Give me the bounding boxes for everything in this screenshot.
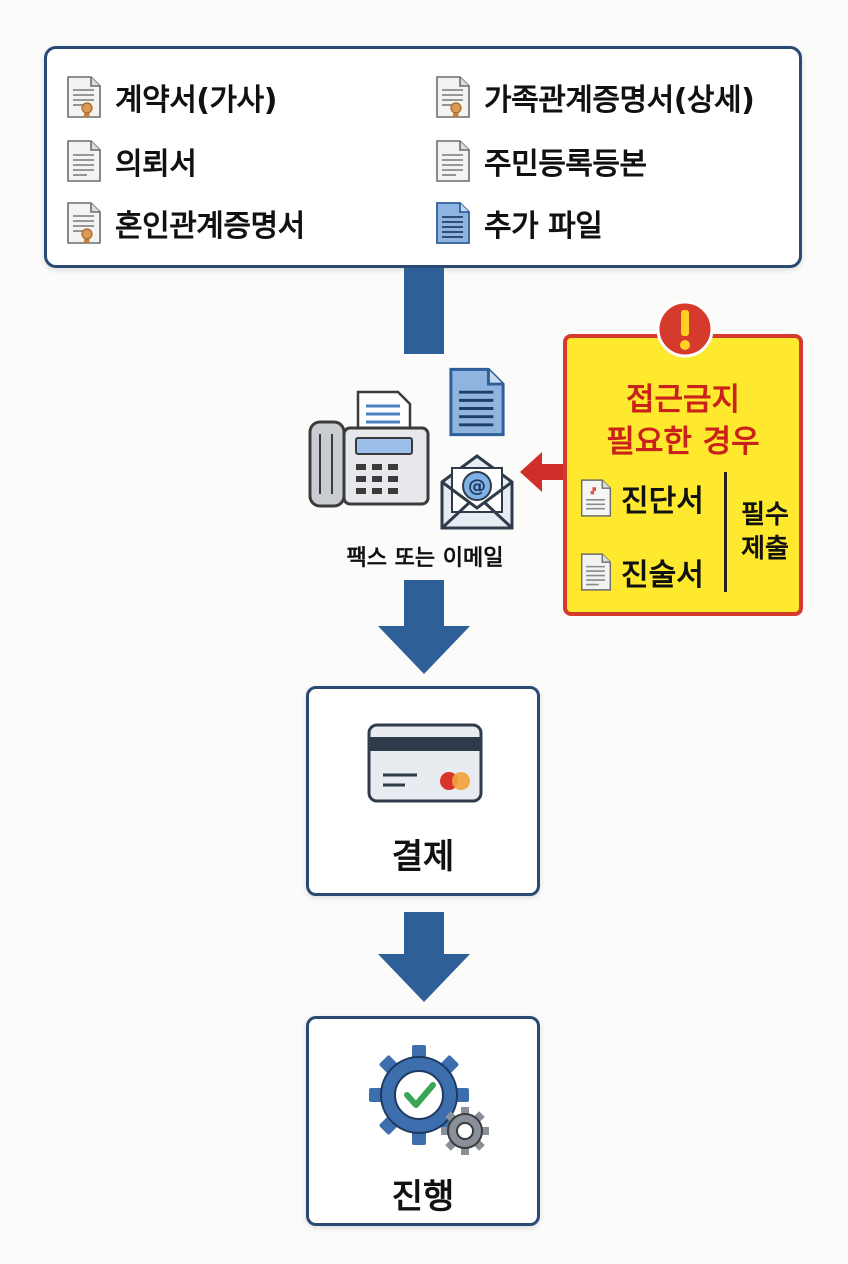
certificate-document-icon: [434, 75, 472, 119]
exclamation-icon: [656, 300, 714, 358]
warning-document-item: 진단서: [579, 476, 704, 520]
warning-document-label: 진술서: [621, 558, 704, 593]
progress-label: 진행: [391, 1177, 455, 1217]
blue-document-icon: [434, 201, 472, 245]
document-icon: [434, 139, 472, 183]
pointer-arrow-icon: [520, 452, 566, 492]
document-item: 계약서(가사): [65, 75, 277, 119]
flow-connector: [404, 912, 444, 958]
warning-document-item: 진술서: [579, 550, 704, 594]
warning-title-line2: 필요한 경우: [606, 424, 760, 460]
document-label: 계약서(가사): [115, 83, 277, 118]
fax-machine-icon: [308, 390, 430, 508]
email-envelope-icon: @: [440, 454, 514, 530]
warning-title-line1: 접근금지: [625, 382, 741, 418]
document-item: 추가 파일: [434, 201, 603, 245]
svg-text:@: @: [468, 476, 486, 497]
certificate-document-icon: [65, 75, 103, 119]
medical-document-icon: [579, 478, 613, 518]
warning-document-label: 진단서: [621, 484, 704, 519]
flow-connector: [404, 580, 444, 630]
flow-connector: [404, 268, 444, 354]
requirement-line1: 필수: [741, 500, 789, 530]
requirement-line2: 제출: [741, 534, 789, 564]
gear-check-icon: [369, 1045, 489, 1155]
document-item: 가족관계증명서(상세): [434, 75, 755, 119]
payment-step: 결제: [306, 686, 540, 896]
down-arrow-icon: [378, 954, 470, 1002]
document-label: 혼인관계증명서: [115, 209, 305, 244]
document-item: 혼인관계증명서: [65, 201, 305, 245]
document-icon: [65, 139, 103, 183]
document-icon: [579, 552, 613, 592]
document-icon: [446, 364, 508, 440]
restraining-order-note: 접근금지 필요한 경우 진단서 진술서 필수 제출: [563, 334, 803, 616]
document-label: 의뢰서: [115, 147, 197, 182]
progress-step: 진행: [306, 1016, 540, 1226]
credit-card-icon: [367, 723, 483, 803]
document-label: 추가 파일: [484, 209, 603, 244]
payment-label: 결제: [391, 837, 455, 877]
submission-caption: 팩스 또는 이메일: [346, 546, 504, 571]
document-item: 주민등록등본: [434, 139, 647, 183]
required-documents-box: 계약서(가사) 가족관계증명서(상세) 의뢰서 주민등록등본 혼인관계증명서 추…: [44, 46, 802, 268]
document-label: 주민등록등본: [484, 147, 647, 182]
requirement-label: 필수 제출: [733, 498, 797, 566]
certificate-document-icon: [65, 201, 103, 245]
divider: [724, 472, 727, 592]
down-arrow-icon: [378, 626, 470, 674]
document-item: 의뢰서: [65, 139, 197, 183]
document-label: 가족관계증명서(상세): [484, 83, 755, 118]
